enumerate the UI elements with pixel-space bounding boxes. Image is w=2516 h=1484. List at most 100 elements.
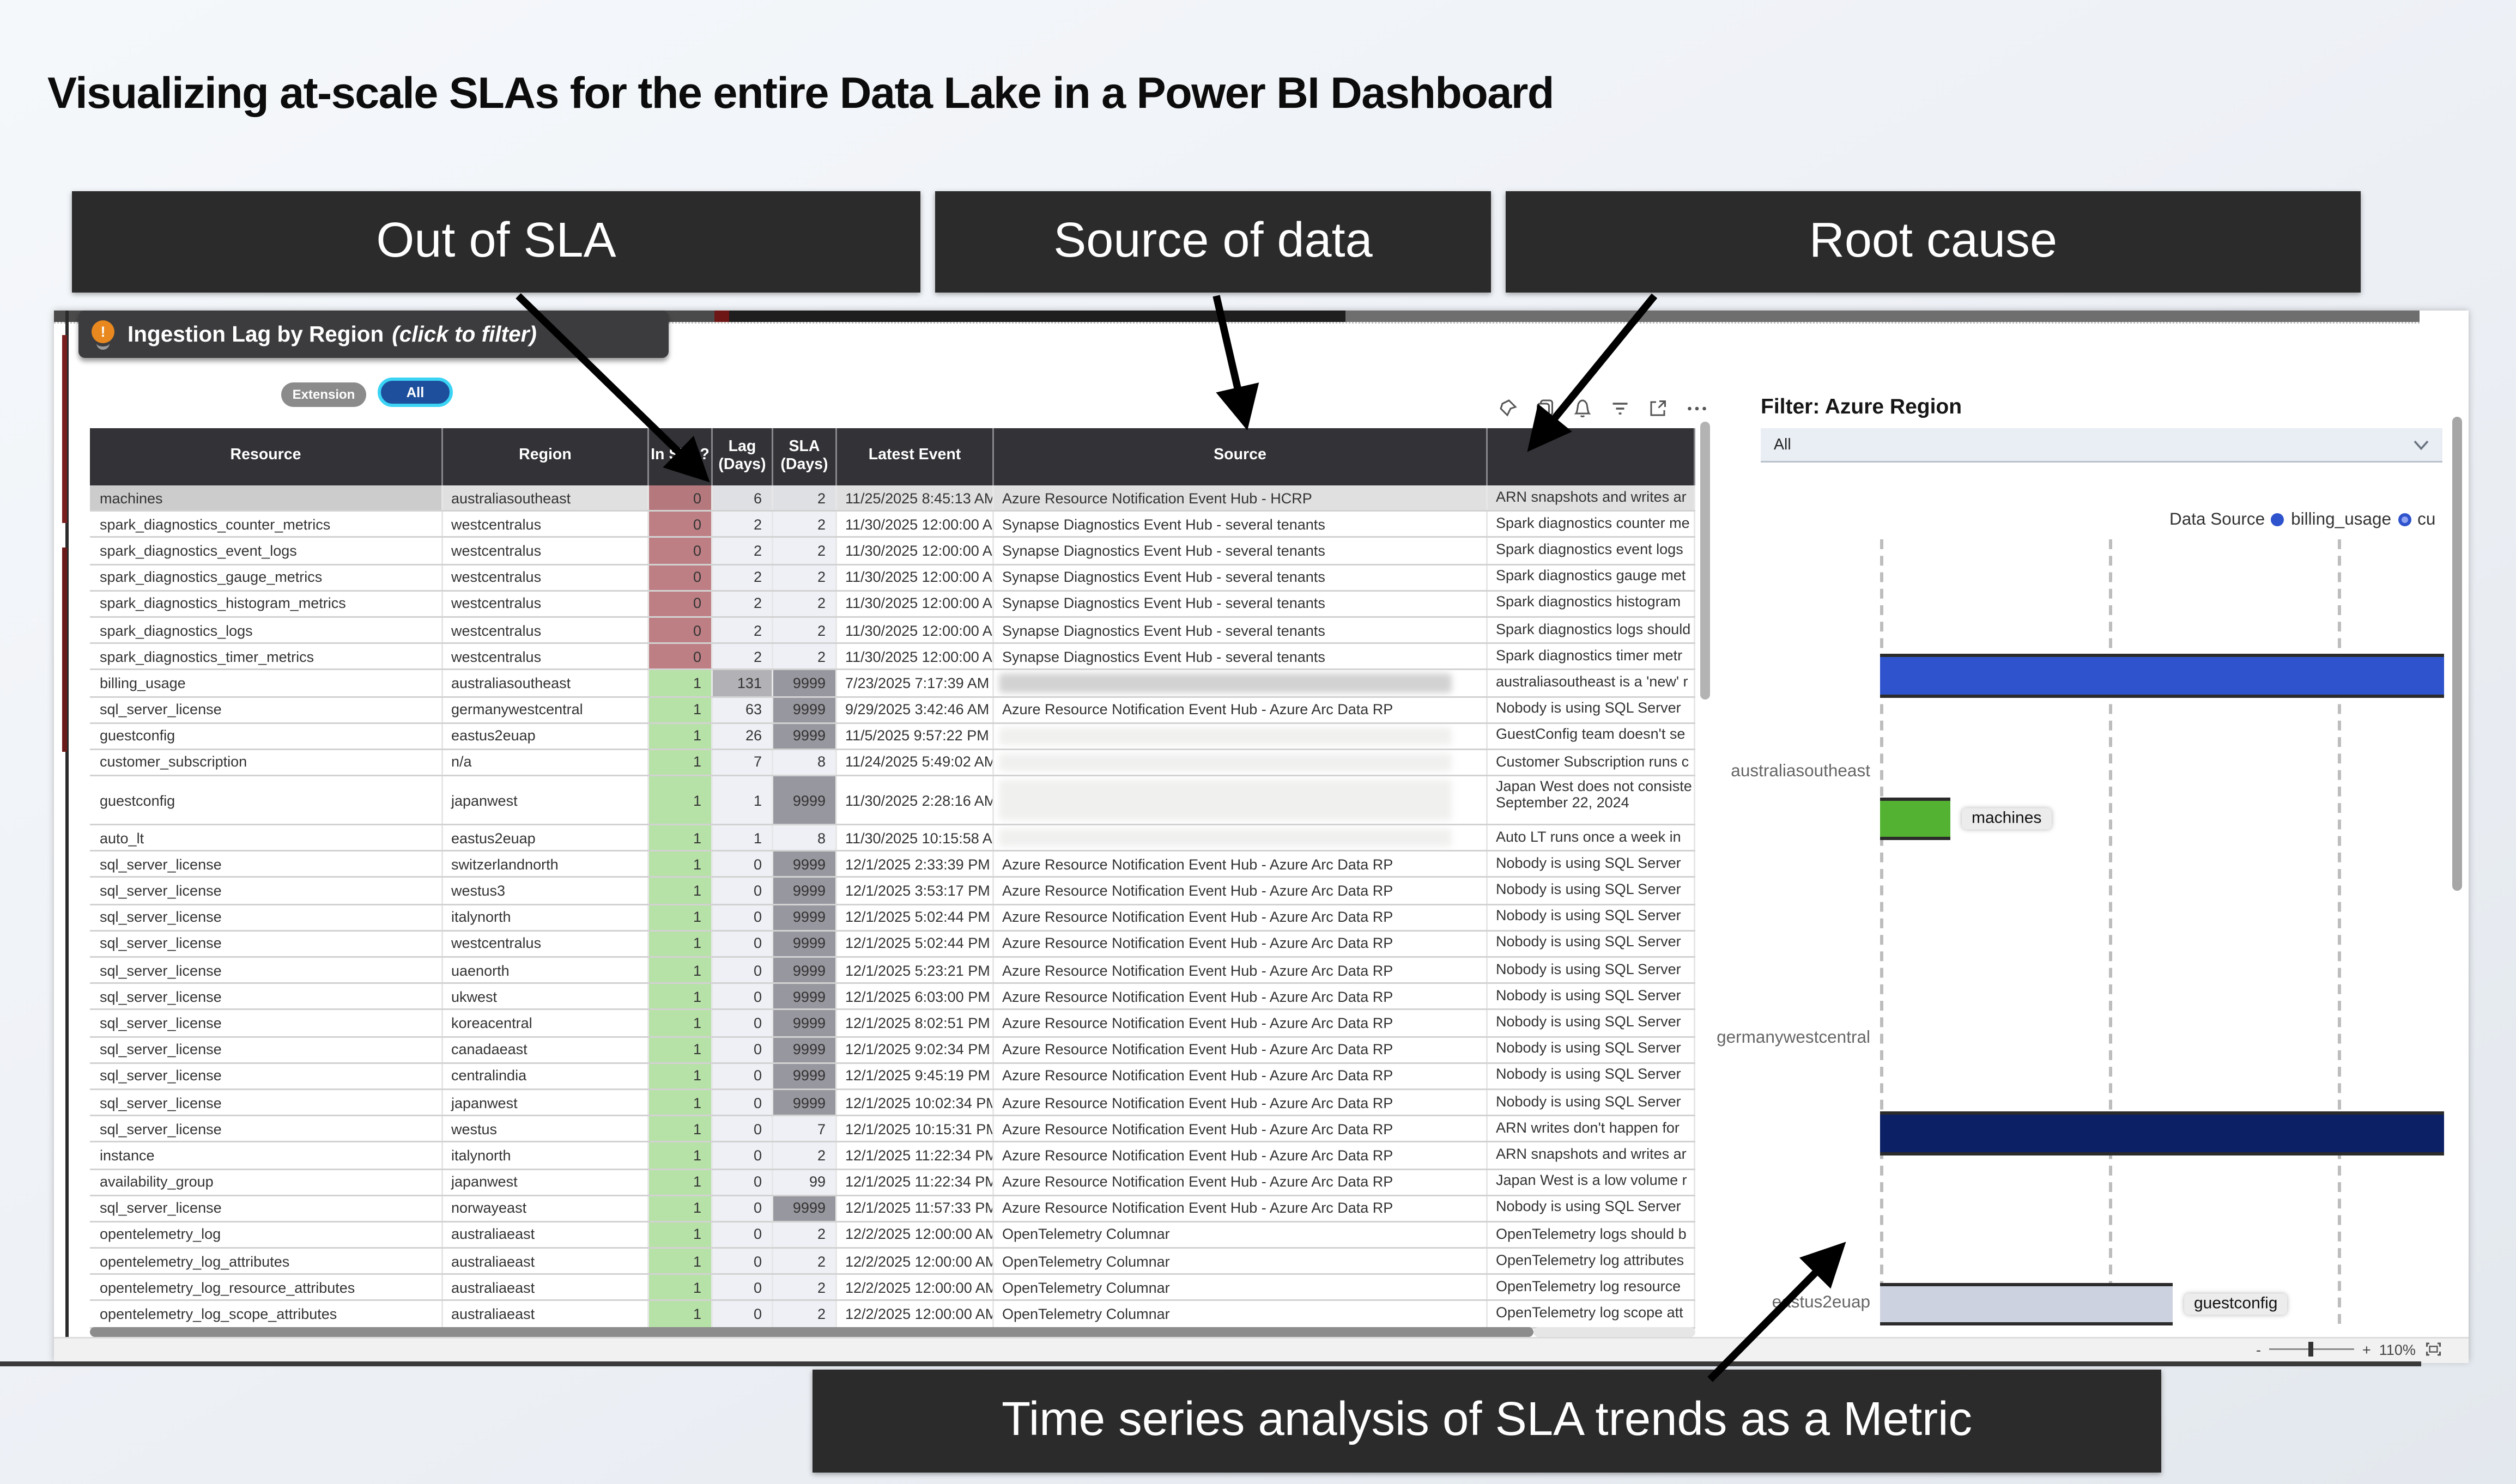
cell-lag-days: 6 bbox=[713, 485, 773, 510]
cell-in-sla: 1 bbox=[649, 1142, 713, 1168]
cell-lag-days: 2 bbox=[713, 617, 773, 643]
cell-lag-days: 2 bbox=[713, 512, 773, 537]
callout-out-of-sla: Out of SLA bbox=[72, 191, 920, 293]
cell-sla-days: 9999 bbox=[773, 1063, 837, 1088]
cell-lag-days: 0 bbox=[713, 1142, 773, 1168]
cell-in-sla: 1 bbox=[649, 723, 713, 749]
more-icon[interactable] bbox=[1686, 399, 1708, 418]
bell-icon[interactable] bbox=[1573, 399, 1592, 418]
cell-region: australiaeast bbox=[443, 1275, 649, 1300]
cell-in-sla: 1 bbox=[649, 825, 713, 850]
cell-root-cause: Nobody is using SQL Server bbox=[1488, 1090, 1695, 1115]
cell-lag-days: 0 bbox=[713, 1249, 773, 1274]
cell-sla-days: 9999 bbox=[773, 958, 837, 983]
cell-sla-days: 9999 bbox=[773, 670, 837, 696]
table-vertical-scrollbar[interactable] bbox=[1700, 422, 1710, 700]
cell-in-sla: 1 bbox=[649, 750, 713, 775]
cell-sla-days: 9999 bbox=[773, 931, 837, 956]
zoom-in-button[interactable]: + bbox=[2362, 1341, 2371, 1358]
extension-toggle-button[interactable]: Extension bbox=[281, 382, 366, 407]
header-cell-resource[interactable]: Resource bbox=[90, 428, 443, 485]
zoom-slider-thumb[interactable] bbox=[2308, 1342, 2313, 1357]
cell-in-sla: 1 bbox=[649, 1063, 713, 1088]
cell-sla-days: 7 bbox=[773, 1116, 837, 1141]
callout-time-series-label: Time series analysis of SLA trends as a … bbox=[1002, 1394, 1972, 1446]
cell-region: australiaeast bbox=[443, 1222, 649, 1248]
cell-in-sla: 0 bbox=[649, 644, 713, 669]
table-horizontal-scrollbar-track[interactable] bbox=[1533, 1327, 1695, 1337]
cell-lag-days: 0 bbox=[713, 1196, 773, 1221]
legend-label[interactable]: cu bbox=[2417, 510, 2436, 530]
cell-source: Synapse Diagnostics Event Hub - several … bbox=[994, 617, 1488, 643]
zoom-out-button[interactable]: - bbox=[2256, 1341, 2261, 1358]
cell-resource: spark_diagnostics_histogram_metrics bbox=[90, 591, 443, 616]
cell-root-cause: OpenTelemetry log scope att bbox=[1488, 1301, 1695, 1327]
header-cell-source[interactable]: Source bbox=[994, 428, 1488, 485]
cell-region: westcentralus bbox=[443, 617, 649, 643]
cell-latest-event: 12/1/2025 8:02:51 PM bbox=[837, 1011, 994, 1036]
azure-region-dropdown[interactable]: All bbox=[1761, 428, 2442, 463]
header-cell-root-cause[interactable] bbox=[1488, 428, 1695, 485]
cell-sla-days: 99 bbox=[773, 1169, 837, 1195]
zoom-slider[interactable] bbox=[2269, 1342, 2354, 1357]
warning-globe-icon: ! bbox=[90, 320, 118, 350]
table-horizontal-scrollbar[interactable] bbox=[90, 1327, 1533, 1337]
redacted-source-blur bbox=[999, 829, 1452, 847]
cell-in-sla: 1 bbox=[649, 958, 713, 983]
cell-lag-days: 2 bbox=[713, 644, 773, 669]
cell-resource: customer_subscription bbox=[90, 750, 443, 775]
dropdown-value: All bbox=[1774, 435, 1791, 454]
cell-root-cause: Spark diagnostics histogram bbox=[1488, 591, 1695, 616]
header-cell-region[interactable]: Region bbox=[443, 428, 649, 485]
header-cell-latest-event[interactable]: Latest Event bbox=[837, 428, 994, 485]
fit-to-page-icon[interactable] bbox=[2424, 1342, 2442, 1357]
header-cell-lag-days-[interactable]: Lag (Days) bbox=[713, 428, 773, 485]
header-cell-in-sla-[interactable]: In SLA? bbox=[649, 428, 713, 485]
header-cell-sla-days-[interactable]: SLA (Days) bbox=[773, 428, 837, 485]
all-toggle-button[interactable]: All bbox=[378, 378, 453, 407]
popout-icon[interactable] bbox=[1648, 399, 1668, 418]
cell-source: Azure Resource Notification Event Hub - … bbox=[994, 1011, 1488, 1036]
legend-label[interactable]: billing_usage bbox=[2291, 510, 2392, 530]
pin-icon[interactable] bbox=[1498, 399, 1517, 418]
cell-resource: spark_diagnostics_event_logs bbox=[90, 538, 443, 563]
page-title: Visualizing at-scale SLAs for the entire… bbox=[47, 69, 1554, 118]
dashboard-vertical-scrollbar[interactable] bbox=[2452, 417, 2462, 891]
cell-source bbox=[994, 723, 1488, 749]
copy-icon[interactable] bbox=[1535, 399, 1555, 418]
cell-latest-event: 12/2/2025 12:00:00 AM bbox=[837, 1301, 994, 1327]
cell-root-cause: Spark diagnostics logs should bbox=[1488, 617, 1695, 643]
filter-icon[interactable] bbox=[1610, 399, 1630, 418]
